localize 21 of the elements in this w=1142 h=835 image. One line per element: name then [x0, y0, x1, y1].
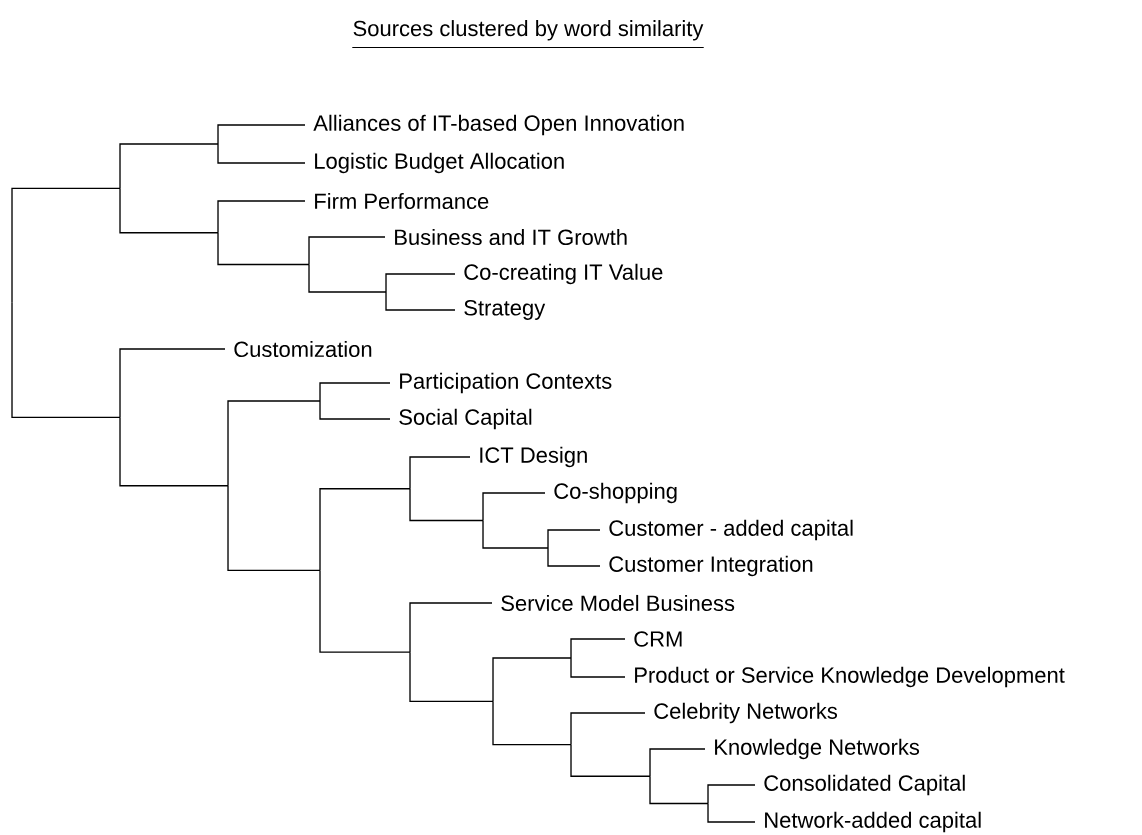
- leaf-label: Customer Integration: [609, 555, 813, 577]
- leaf-label: Customer - added capital: [609, 519, 853, 541]
- leaf-label: Network-added capital: [765, 811, 981, 833]
- leaf-label: Alliances of IT-based Open Innovation: [313, 114, 684, 136]
- leaf-label: Firm Performance: [315, 192, 489, 210]
- title: Sources clustered by word similarity: [351, 20, 705, 49]
- leaf-label: CRM: [634, 631, 682, 647]
- leaf-label: Product or Service Knowledge Development: [635, 666, 1065, 688]
- leaf-label: Logistic Budget Allocation: [315, 152, 564, 174]
- leaf-label: Service Model Business: [501, 594, 735, 612]
- leaf-label: Celebrity Networks: [654, 702, 838, 724]
- leaf-label: Knowledge Networks: [715, 738, 920, 760]
- leaf-label: Consolidated Capital: [764, 774, 965, 796]
- leaf-label: ICT Design: [480, 446, 587, 468]
- leaf-label: Participation Contexts: [400, 372, 612, 394]
- leaf-label: Customization: [234, 340, 372, 358]
- leaf-label: Co-shopping: [554, 482, 677, 504]
- leaf-label: Co-creating IT Value: [464, 263, 663, 285]
- leaf-label: Strategy: [464, 300, 546, 320]
- leaf-label: Social Capital: [399, 408, 532, 430]
- leaf-label: Business and IT Growth: [395, 228, 627, 246]
